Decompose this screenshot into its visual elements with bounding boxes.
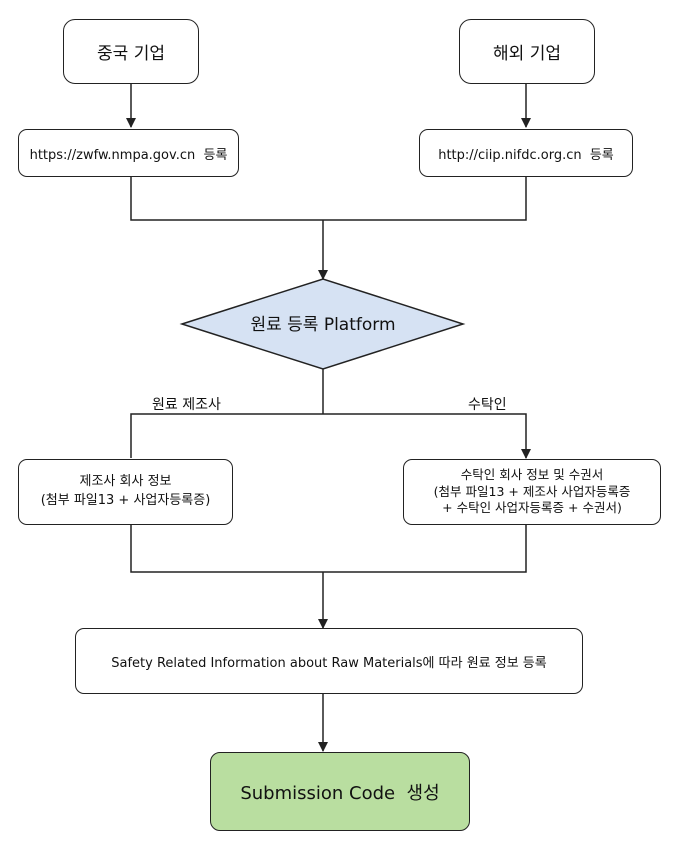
china-register-node: https://zwfw.nmpa.gov.cn 등록 <box>18 129 239 177</box>
overseas-company-node: 해외 기업 <box>459 19 595 84</box>
manufacturer-info-node: 제조사 회사 정보 (첨부 파일13 + 사업자등록증) <box>18 459 233 525</box>
overseas-company-label: 해외 기업 <box>493 44 561 64</box>
submission-node: Submission Code 생성 <box>210 752 470 831</box>
overseas-register-node: http://ciip.nifdc.org.cn 등록 <box>419 129 633 177</box>
china-company-label: 중국 기업 <box>97 44 165 64</box>
safety-info-label: Safety Related Information about Raw Mat… <box>111 655 547 671</box>
trustee-info-node: 수탁인 회사 정보 및 수권서 (첨부 파일13 + 제조사 사업자등록증 + … <box>403 459 661 525</box>
platform-label: 원료 등록 Platform <box>250 315 395 335</box>
branch-label-manufacturer: 원료 제조사 <box>152 397 221 413</box>
branch-label-trustee: 수탁인 <box>468 397 507 413</box>
manufacturer-info-line: 제조사 회사 정보 <box>79 474 172 490</box>
trustee-info-line: + 수탁인 사업자등록증 + 수권서) <box>442 500 622 516</box>
split-line <box>130 413 531 459</box>
overseas-register-label: http://ciip.nifdc.org.cn 등록 <box>438 147 614 163</box>
china-company-node: 중국 기업 <box>63 19 199 84</box>
submission-label: Submission Code 생성 <box>240 782 440 804</box>
trustee-info-line: 수탁인 회사 정보 및 수권서 <box>460 466 604 482</box>
safety-info-node: Safety Related Information about Raw Mat… <box>75 628 583 694</box>
china-register-label: https://zwfw.nmpa.gov.cn 등록 <box>29 147 228 163</box>
manufacturer-info-line: (첨부 파일13 + 사업자등록증) <box>40 493 211 508</box>
merge-line-bottom <box>130 525 527 573</box>
merge-line-top <box>130 176 527 221</box>
platform-diamond <box>179 278 466 370</box>
trustee-info-line: (첨부 파일13 + 제조사 사업자등록증 <box>433 483 631 499</box>
